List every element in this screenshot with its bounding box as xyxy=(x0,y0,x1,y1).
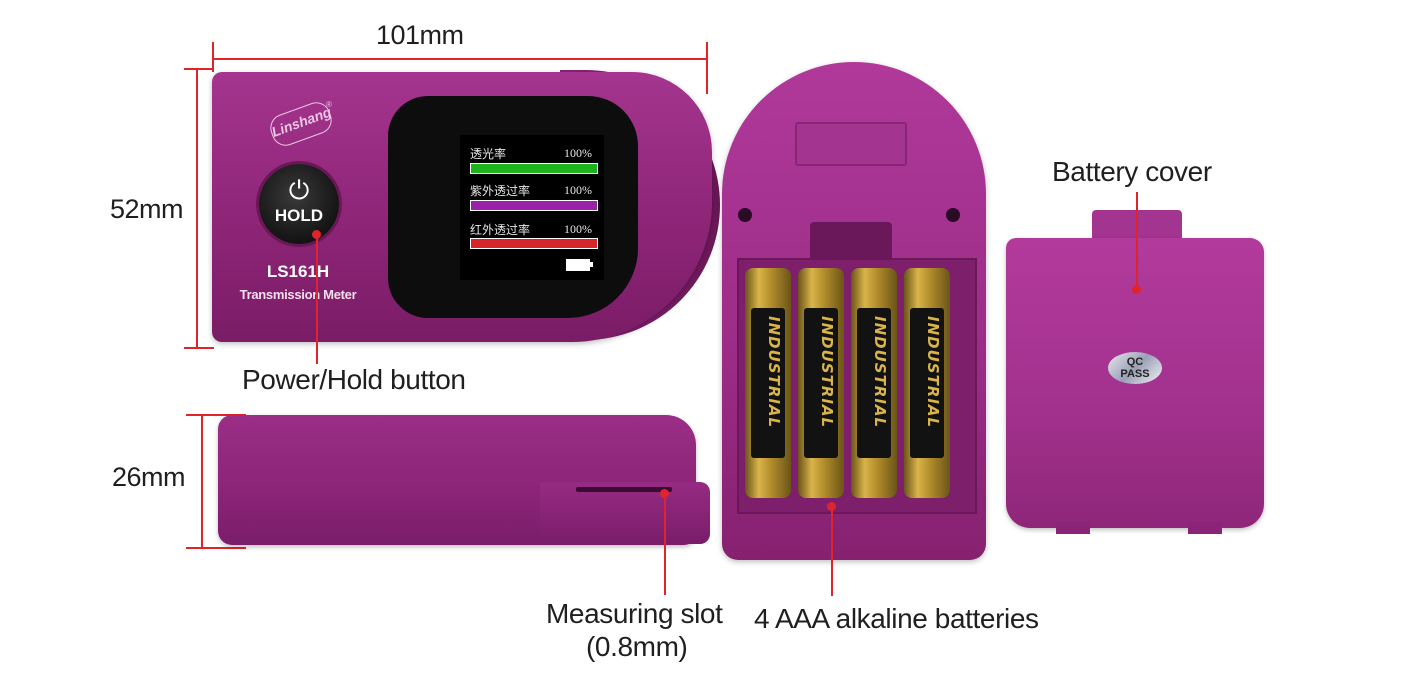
screen-row-label: 红外透过率 xyxy=(470,223,531,237)
measuring-slot-marker xyxy=(660,489,669,498)
thickness-dimension-line xyxy=(201,414,203,548)
aaa-battery: INDUSTRIAL xyxy=(745,268,791,498)
batteries-marker xyxy=(827,502,836,511)
battery-brand: INDUSTRIAL xyxy=(871,316,889,429)
batteries-callout: 4 AAA alkaline batteries xyxy=(754,603,1039,634)
screw-right xyxy=(946,208,960,222)
aaa-battery: INDUSTRIAL xyxy=(798,268,844,498)
qc-text: QC xyxy=(1126,356,1144,368)
battery-label: INDUSTRIAL xyxy=(857,308,891,458)
aaa-battery: INDUSTRIAL xyxy=(904,268,950,498)
battery-brand: INDUSTRIAL xyxy=(818,316,836,429)
ir-transmittance-bar xyxy=(470,238,598,249)
screen-row-value: 100% xyxy=(564,222,592,236)
battery-brand: INDUSTRIAL xyxy=(924,316,942,429)
thickness-dimension-tick-top xyxy=(186,414,246,416)
height-dimension-line xyxy=(196,68,198,348)
screen-row-label: 紫外透过率 xyxy=(470,184,531,198)
pass-text: PASS xyxy=(1120,368,1150,380)
qc-pass-sticker: QC PASS xyxy=(1108,352,1162,384)
width-dimension-tick-right xyxy=(706,42,708,94)
model-name: LS161H xyxy=(266,262,330,281)
screw-left xyxy=(738,208,752,222)
battery-label: INDUSTRIAL xyxy=(751,308,785,458)
width-dimension-tick-left xyxy=(212,42,214,72)
device-screen: 透光率 100% 紫外透过率 100% 红外透过率 100% xyxy=(460,135,604,280)
battery-contact-block xyxy=(810,222,892,260)
power-hold-callout: Power/Hold button xyxy=(242,364,466,395)
power-hold-leader xyxy=(316,236,318,364)
battery-brand: INDUSTRIAL xyxy=(765,316,783,429)
measuring-slot xyxy=(576,487,672,492)
thickness-dimension-tick-bottom xyxy=(186,547,246,549)
aaa-battery: INDUSTRIAL xyxy=(851,268,897,498)
power-hold-button[interactable]: ⏻ HOLD xyxy=(259,164,339,244)
thickness-dimension-label: 26mm xyxy=(112,462,186,492)
height-dimension-tick-bottom xyxy=(184,347,214,349)
transmittance-bar xyxy=(470,163,598,174)
power-hold-marker xyxy=(312,230,321,239)
model-subtitle: Transmission Meter xyxy=(239,287,357,302)
measuring-slot-callout: Measuring slot xyxy=(546,598,723,629)
battery-label: INDUSTRIAL xyxy=(804,308,838,458)
screen-row-label: 透光率 xyxy=(470,147,507,161)
device-side-lower xyxy=(540,482,710,544)
screen-row-value: 100% xyxy=(564,183,592,197)
height-dimension-label: 52mm xyxy=(110,194,184,224)
battery-cover-callout: Battery cover xyxy=(1052,156,1212,187)
battery-cover-marker xyxy=(1132,285,1141,294)
power-icon: ⏻ xyxy=(288,175,310,205)
width-dimension-label: 101mm xyxy=(376,20,464,50)
battery-level-icon-tip xyxy=(590,262,593,267)
registered-mark: ® xyxy=(326,100,332,109)
battery-label: INDUSTRIAL xyxy=(910,308,944,458)
uv-transmittance-bar xyxy=(470,200,598,211)
batteries-leader xyxy=(831,508,833,596)
measuring-slot-leader xyxy=(664,495,666,595)
screen-row-value: 100% xyxy=(564,146,592,160)
measuring-slot-size: (0.8mm) xyxy=(586,631,688,662)
back-label-recess xyxy=(795,122,907,166)
hold-label: HOLD xyxy=(274,206,324,225)
battery-cover-foot xyxy=(1188,522,1222,534)
height-dimension-tick-top xyxy=(184,68,214,70)
battery-cover-foot xyxy=(1056,522,1090,534)
battery-level-icon xyxy=(566,259,590,271)
battery-cover-leader xyxy=(1136,192,1138,288)
width-dimension-line xyxy=(212,58,707,60)
